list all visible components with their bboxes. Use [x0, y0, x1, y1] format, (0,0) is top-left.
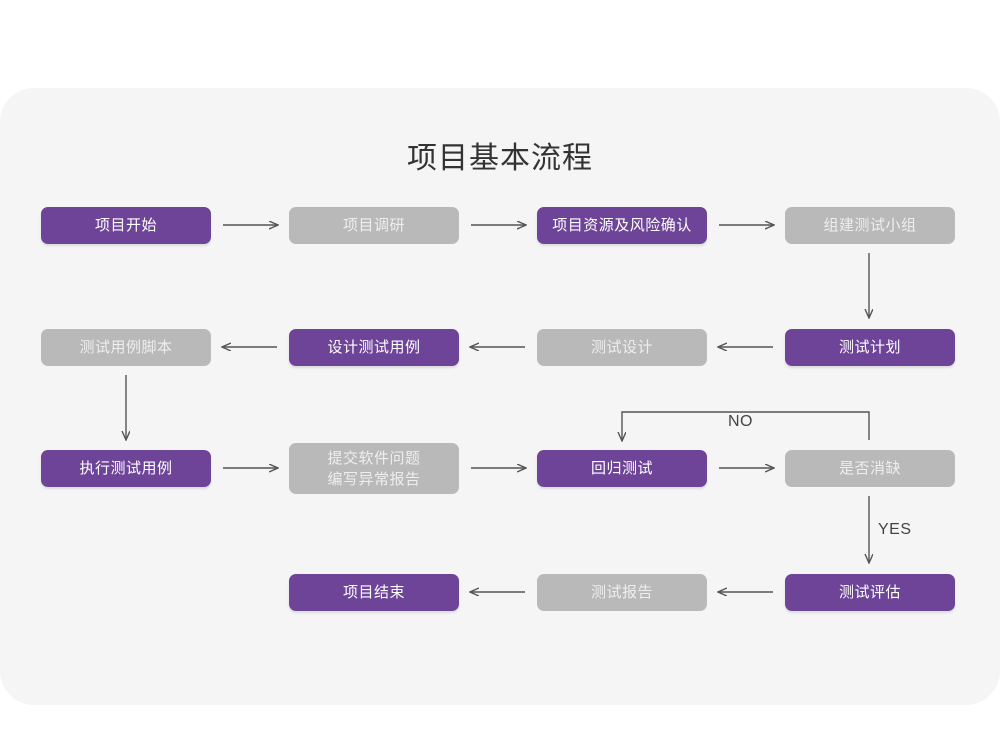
node-build-test-team[interactable]: 组建测试小组	[785, 207, 955, 244]
node-project-end[interactable]: 项目结束	[289, 574, 459, 611]
node-label: 组建测试小组	[823, 217, 917, 234]
node-project-research[interactable]: 项目调研	[289, 207, 459, 244]
node-label-line1: 提交软件问题	[327, 449, 421, 467]
node-label: 项目开始	[94, 217, 157, 234]
diagram-panel	[0, 88, 1000, 705]
node-label: 测试报告	[590, 584, 653, 601]
node-resource-risk-confirm[interactable]: 项目资源及风险确认	[537, 207, 707, 244]
node-label: 项目调研	[342, 217, 405, 234]
node-defect-resolved-check[interactable]: 是否消缺	[785, 450, 955, 487]
edge-label-yes: YES	[878, 521, 912, 538]
node-label-line2: 编写异常报告	[327, 470, 421, 488]
node-label: 测试评估	[838, 584, 901, 601]
node-label: 测试计划	[838, 339, 901, 356]
node-label: 是否消缺	[838, 460, 901, 477]
node-test-design[interactable]: 测试设计	[537, 329, 707, 366]
node-execute-test-case[interactable]: 执行测试用例	[41, 450, 211, 487]
node-regression-test[interactable]: 回归测试	[537, 450, 707, 487]
edge-label-no: NO	[728, 413, 753, 430]
node-submit-defect-report[interactable]: 提交软件问题 编写异常报告	[289, 443, 459, 494]
page-title: 项目基本流程	[407, 142, 593, 175]
node-label: 测试用例脚本	[79, 339, 173, 356]
node-test-evaluation[interactable]: 测试评估	[785, 574, 955, 611]
node-label: 项目资源及风险确认	[552, 217, 692, 234]
node-label: 回归测试	[590, 460, 653, 477]
node-label: 执行测试用例	[79, 460, 173, 477]
node-test-case-script[interactable]: 测试用例脚本	[41, 329, 211, 366]
node-test-plan[interactable]: 测试计划	[785, 329, 955, 366]
node-test-report[interactable]: 测试报告	[537, 574, 707, 611]
node-label: 设计测试用例	[327, 339, 421, 356]
node-label: 项目结束	[342, 584, 405, 601]
node-design-test-case[interactable]: 设计测试用例	[289, 329, 459, 366]
node-label: 测试设计	[590, 339, 653, 356]
node-project-start[interactable]: 项目开始	[41, 207, 211, 244]
